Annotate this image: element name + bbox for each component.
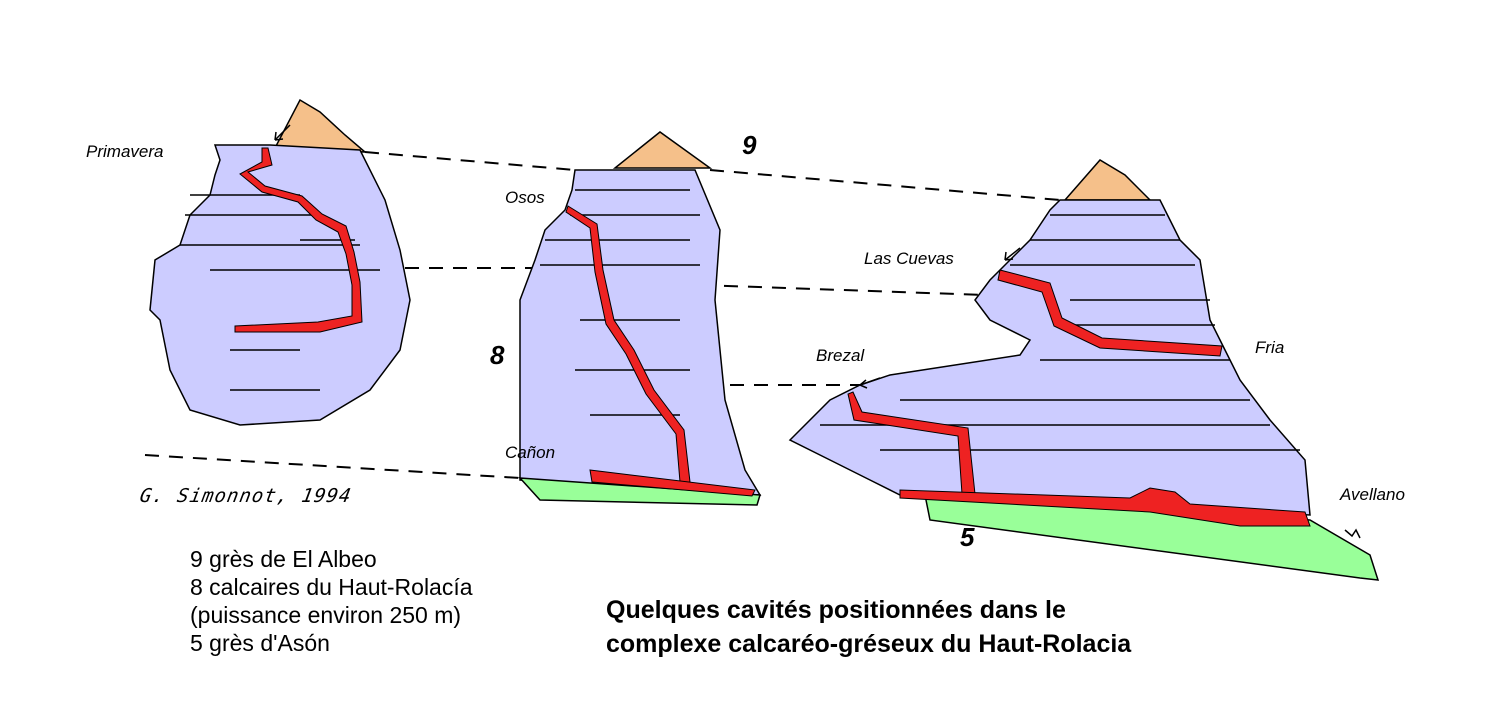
block-primavera	[149, 98, 411, 426]
sandstone-9-cap	[612, 131, 713, 169]
correlation-lines	[144, 151, 1061, 479]
dash-line-mid-right	[699, 284, 986, 296]
strata-lines	[180, 194, 380, 391]
label-avellano: Avellano	[1340, 485, 1405, 504]
cave-fria-avellano	[899, 487, 1311, 527]
legend-item-5: 5 grès d'Asón	[190, 630, 330, 656]
label-osos: Osos	[505, 188, 545, 207]
dash-line-9-top	[364, 151, 576, 171]
legend-item-8-note: (puissance environ 250 m)	[190, 602, 462, 628]
layer-number-5: 5	[960, 522, 975, 552]
strata-lines	[540, 189, 700, 416]
layer-number-8: 8	[490, 340, 505, 370]
entrance-arrow-icon	[1004, 247, 1021, 261]
resurgence-arrow-icon	[1344, 528, 1361, 539]
layer-number-9: 9	[742, 130, 757, 160]
block-las-cuevas	[788, 159, 1380, 581]
strata-lines	[820, 214, 1300, 451]
legend-item-9: 9 grès de El Albeo	[190, 546, 377, 572]
title-line-1: Quelques cavités positionnées dans le	[606, 596, 1066, 624]
sandstone-9-cap	[1063, 159, 1152, 201]
dash-line-5	[144, 454, 521, 479]
limestone-8	[149, 144, 411, 426]
cave-primavera	[234, 147, 363, 333]
cave-las-cuevas	[997, 269, 1223, 357]
label-las-cuevas: Las Cuevas	[864, 249, 954, 268]
cave-canon	[589, 469, 756, 497]
limestone-8	[788, 199, 1311, 516]
limestone-8	[519, 169, 762, 496]
sandstone-5	[924, 494, 1380, 581]
legend: 9 grès de El Albeo 8 calcaires du Haut-R…	[190, 545, 473, 657]
label-brezal: Brezal	[816, 346, 865, 365]
block-osos	[518, 131, 762, 506]
label-primavera: Primavera	[86, 142, 164, 161]
label-fria: Fria	[1255, 338, 1285, 357]
legend-item-8: 8 calcaires du Haut-Rolacía	[190, 574, 473, 600]
label-canon: Cañon	[505, 443, 556, 462]
title-line-2: complexe calcaréo-gréseux du Haut-Rolaci…	[606, 630, 1132, 658]
diagram-title: Quelques cavités positionnées dans le co…	[606, 593, 1131, 661]
entrance-arrow-icon	[859, 377, 881, 389]
dash-line-9-right	[709, 169, 1061, 201]
author-signature: G. Simonnot, 1994	[138, 485, 354, 507]
entrance-arrow-icon	[274, 124, 291, 141]
